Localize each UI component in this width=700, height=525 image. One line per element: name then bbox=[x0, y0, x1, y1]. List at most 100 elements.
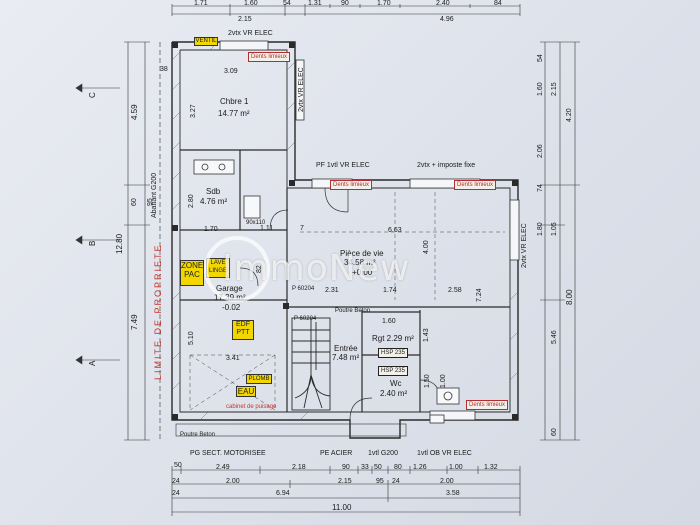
structural-posts bbox=[172, 42, 518, 420]
bottom-dim: 1.26 bbox=[413, 464, 427, 471]
left-dimension-lines bbox=[75, 41, 161, 441]
right-dim: 2.15 bbox=[551, 82, 558, 96]
bottom-dim: 24 bbox=[172, 490, 180, 497]
top-dim: 4.96 bbox=[440, 16, 454, 23]
edf-ptt-line2: PTT bbox=[236, 329, 250, 336]
room-wc-name: Wc bbox=[390, 379, 402, 388]
facade-label: 2vtx VR ELEC bbox=[228, 30, 273, 37]
edf-ptt-line1: EDF bbox=[236, 321, 250, 328]
facade-label: PG SECT. MOTORISEE bbox=[190, 450, 266, 457]
section-marker: B bbox=[88, 240, 97, 246]
inner-dim: 1.00 bbox=[440, 374, 447, 388]
room-entree-area: 7.48 m² bbox=[332, 353, 360, 362]
right-dim: 1.60 bbox=[537, 82, 544, 96]
left-dim: 7.49 bbox=[130, 314, 139, 330]
left-dim: 38 bbox=[160, 66, 168, 73]
room-piece-level: +0.00 bbox=[352, 268, 373, 277]
bottom-dim: 33 bbox=[361, 464, 369, 471]
edf-ptt-label: EDF PTT bbox=[232, 320, 254, 340]
dents-stamp: Dents limieux bbox=[466, 400, 509, 410]
right-dim: 1.05 bbox=[551, 222, 558, 236]
watermark-logo-icon bbox=[204, 236, 270, 302]
room-chbre-area: 14.77 m² bbox=[218, 109, 250, 118]
plomb-label: PLOMB bbox=[246, 374, 272, 384]
facade-label: PE ACIER bbox=[320, 450, 353, 457]
dents-stamp: Dents limieux bbox=[330, 180, 373, 190]
room-piece-area: 34.58 m² bbox=[344, 258, 376, 267]
eau-label: EAU bbox=[236, 386, 256, 397]
bottom-dim: 1.32 bbox=[484, 464, 498, 471]
hsp-badge: HSP 235 bbox=[378, 348, 408, 358]
facade-label: 2vtx + imposte fixe bbox=[417, 162, 476, 169]
cabinet-label: cabinet de puisage bbox=[226, 404, 277, 410]
inner-dim: 1.60 bbox=[382, 318, 396, 325]
facade-label: Abattant G200 bbox=[151, 172, 158, 218]
right-dim: 5.46 bbox=[551, 330, 558, 344]
top-dim: 2.40 bbox=[436, 0, 450, 7]
right-dim: 4.20 bbox=[566, 108, 573, 122]
top-dim: 1.70 bbox=[377, 0, 391, 7]
section-marker: A bbox=[88, 360, 97, 366]
top-dim: 84 bbox=[494, 0, 502, 7]
room-entree-name: Entrée bbox=[334, 344, 358, 353]
right-dim: 8.00 bbox=[565, 289, 574, 305]
room-chbre-width: 3.09 bbox=[224, 68, 238, 75]
bottom-dimension-lines bbox=[171, 466, 521, 516]
room-chbre-height: 3.27 bbox=[190, 104, 197, 118]
staircase bbox=[291, 317, 331, 411]
watermark: ImmoNew bbox=[222, 248, 411, 289]
bottom-dim: 80 bbox=[394, 464, 402, 471]
top-dim: 2.15 bbox=[238, 16, 252, 23]
bottom-dim: 24 bbox=[392, 478, 400, 485]
room-garage-height: 5.10 bbox=[188, 331, 195, 345]
bottom-dim: 50 bbox=[174, 462, 182, 469]
threshold bbox=[175, 423, 407, 437]
facade-label: 2vtx VR ELEC bbox=[298, 67, 305, 112]
exterior-walls bbox=[171, 41, 519, 439]
right-dimension-lines bbox=[540, 41, 580, 441]
room-garage-width: 3.41 bbox=[226, 355, 240, 362]
top-dim: 90 bbox=[341, 0, 349, 7]
room-rgt-name: Rgt 2.29 m² bbox=[372, 334, 414, 343]
inner-dim: 1.11 bbox=[260, 225, 274, 232]
ventil-label: VENTIL bbox=[194, 37, 218, 46]
facade-label: 1vtl OB VR ELEC bbox=[417, 450, 472, 457]
bottom-dim: 2.15 bbox=[338, 478, 352, 485]
right-dim: 60 bbox=[551, 428, 558, 436]
bottom-dim: 3.58 bbox=[446, 490, 460, 497]
inner-dim: 1.50 bbox=[424, 374, 431, 388]
inner-dim: 2.31 bbox=[325, 287, 339, 294]
room-chbre-name: Chbre 1 bbox=[220, 97, 249, 106]
room-sdb-height: 2.80 bbox=[188, 194, 195, 208]
hsp-badge: HSP 235 bbox=[378, 366, 408, 376]
dents-stamp: Dents limieux bbox=[454, 180, 497, 190]
bathroom-fixtures bbox=[193, 159, 460, 424]
facade-label: PF 1vtl VR ELEC bbox=[316, 162, 370, 169]
inner-dim: 7 bbox=[300, 225, 304, 232]
top-dim: 54 bbox=[283, 0, 291, 7]
door-swings bbox=[239, 187, 441, 421]
inner-dim: 1.43 bbox=[423, 328, 430, 342]
right-dim: 54 bbox=[537, 54, 544, 62]
inner-dim: 2.58 bbox=[448, 287, 462, 294]
inner-dim: 7.24 bbox=[476, 288, 483, 302]
bottom-dim: 90 bbox=[342, 464, 350, 471]
right-dim: 2.06 bbox=[537, 144, 544, 158]
dashed-guides bbox=[189, 192, 505, 411]
room-wc-area: 2.40 m² bbox=[380, 389, 408, 398]
threshold-label: Poutre Beton bbox=[180, 432, 216, 438]
right-dim: 1.80 bbox=[537, 222, 544, 236]
property-limit-label: LIMITE DE PROPRIETE bbox=[153, 243, 163, 380]
top-dimension-lines bbox=[171, 4, 521, 16]
facade-label: 1vtl G200 bbox=[368, 450, 398, 457]
bottom-dim: 50 bbox=[374, 464, 382, 471]
room-garage-level: -0.02 bbox=[222, 303, 241, 312]
dents-stamp: Dents limieux bbox=[248, 52, 291, 62]
bottom-dim: 1.00 bbox=[449, 464, 463, 471]
room-piece-name: Pièce de vie bbox=[340, 249, 384, 258]
facade-label: 2vtx VR ELEC bbox=[521, 223, 528, 268]
room-sdb-area: 4.76 m² bbox=[200, 197, 228, 206]
threshold-label: Poutre Beton bbox=[335, 308, 371, 314]
bottom-dim: 2.18 bbox=[292, 464, 306, 471]
